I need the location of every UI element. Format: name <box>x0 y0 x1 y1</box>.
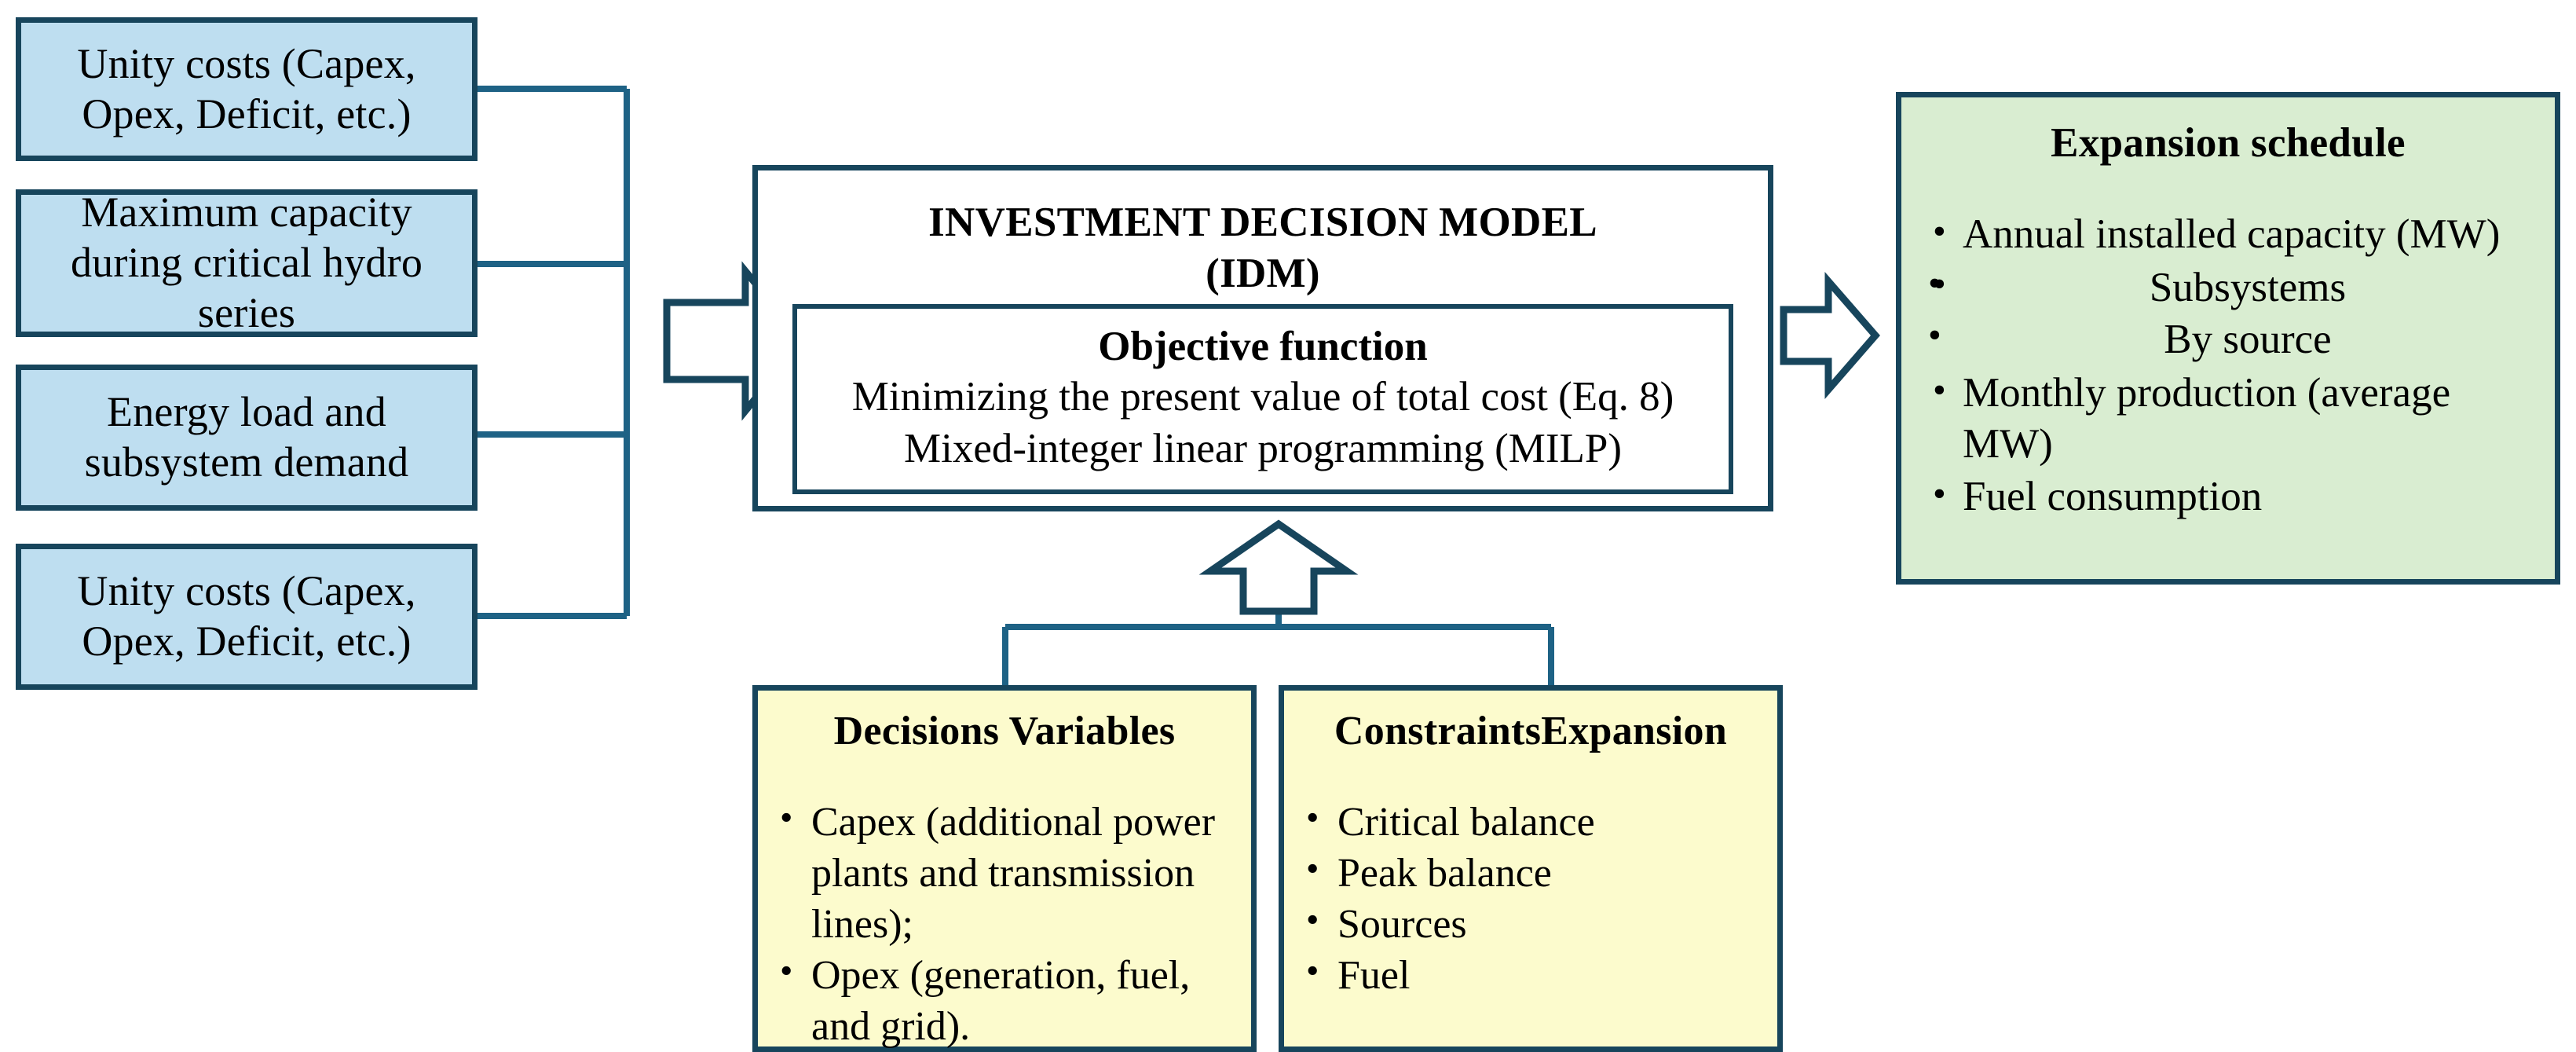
idm-title-line-2: (IDM) <box>1206 250 1320 296</box>
decisions-variables-list: Capex (additional power plants and trans… <box>758 795 1251 1052</box>
arrow-submodels-to-model <box>1198 519 1359 615</box>
list-item: Subsystems <box>1928 260 2531 313</box>
list-item: Peak balance <box>1301 846 1763 899</box>
decisions-variables-box[interactable]: Decisions Variables Capex (additional po… <box>752 685 1257 1052</box>
input-box-label: Maximum capacity during critical hydro s… <box>70 189 423 336</box>
list-item: Monthly production (average MW) <box>1928 367 2531 470</box>
input-box-label: Unity costs (Capex, Opex, Deficit, etc.) <box>77 567 416 665</box>
constraints-expansion-list: Critical balance Peak balance Sources Fu… <box>1284 795 1777 1001</box>
objective-function-title: Objective function <box>1098 324 1428 370</box>
list-item: Fuel consumption <box>1928 471 2531 522</box>
arrow-model-to-output <box>1780 271 1880 400</box>
list-item: Sources <box>1301 897 1763 950</box>
expansion-schedule-sublist-wrapper: Subsystems By source <box>1928 260 2531 366</box>
investment-decision-model-box[interactable]: INVESTMENT DECISION MODEL (IDM) Objectiv… <box>752 165 1773 511</box>
input-box-unity-costs-bottom[interactable]: Unity costs (Capex, Opex, Deficit, etc.) <box>16 544 478 690</box>
list-item: By source <box>1928 312 2531 365</box>
expansion-schedule-box[interactable]: Expansion schedule Annual installed capa… <box>1896 92 2560 585</box>
objective-function-box[interactable]: Objective function Minimizing the presen… <box>792 304 1733 494</box>
constraints-expansion-title: ConstraintsExpansion <box>1334 709 1728 753</box>
list-item: Annual installed capacity (MW) <box>1928 208 2531 260</box>
input-box-energy-load[interactable]: Energy load and subsystem demand <box>16 365 478 511</box>
expansion-schedule-title: Expansion schedule <box>2051 120 2406 166</box>
list-item: Opex (generation, fuel, and grid). <box>775 948 1237 1052</box>
input-box-label: Energy load and subsystem demand <box>84 388 409 486</box>
input-box-label: Unity costs (Capex, Opex, Deficit, etc.) <box>77 39 416 137</box>
input-box-unity-costs-top[interactable]: Unity costs (Capex, Opex, Deficit, etc.) <box>16 17 478 161</box>
objective-function-line-1: Minimizing the present value of total co… <box>851 374 1674 420</box>
expansion-schedule-sublist: Subsystems By source <box>1928 260 2531 366</box>
constraints-expansion-box[interactable]: ConstraintsExpansion Critical balance Pe… <box>1279 685 1783 1052</box>
decisions-variables-title: Decisions Variables <box>833 709 1176 753</box>
expansion-schedule-list: Annual installed capacity (MW) Subsystem… <box>1901 208 2555 524</box>
objective-function-line-2: Mixed-integer linear programming (MILP) <box>904 426 1622 471</box>
input-box-maximum-capacity[interactable]: Maximum capacity during critical hydro s… <box>16 189 478 337</box>
list-item: Critical balance <box>1301 795 1763 848</box>
list-item: Fuel <box>1301 948 1763 1001</box>
idm-title-line-1: INVESTMENT DECISION MODEL <box>928 200 1597 245</box>
list-item: Capex (additional power plants and trans… <box>775 795 1237 950</box>
idm-title: INVESTMENT DECISION MODEL (IDM) <box>758 197 1768 299</box>
